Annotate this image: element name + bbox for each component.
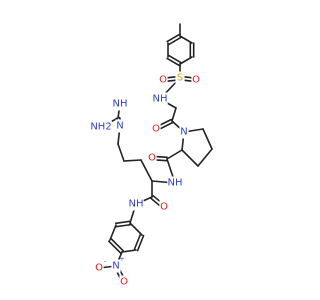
double-bond-35-b <box>115 223 132 228</box>
formal-charge: - <box>104 257 107 265</box>
atom-o6: O <box>94 261 104 275</box>
atom-label: O <box>159 75 167 86</box>
atom-label-background <box>128 197 144 211</box>
double-bond-39-b <box>133 233 142 251</box>
atom-label-background <box>152 92 168 106</box>
atom-label-background <box>179 125 189 139</box>
atom-label: NH <box>168 178 183 189</box>
atom-label-background <box>175 71 185 85</box>
atom-label-background <box>167 176 183 190</box>
single-bond-1 <box>179 35 193 44</box>
single-bond-18 <box>181 149 199 167</box>
atom-s1: S <box>175 71 185 85</box>
single-bond-38 <box>121 249 137 253</box>
atom-label-background <box>90 120 112 134</box>
atom-label-background <box>112 97 128 111</box>
atom-label: NH <box>113 99 128 110</box>
double-bond-37-a <box>107 240 122 255</box>
formal-charge: + <box>119 255 124 263</box>
atom-label: NH2 <box>90 122 111 133</box>
atom-n4: N <box>115 119 125 133</box>
atom-label: N <box>112 261 119 272</box>
atom-o2: O <box>191 73 201 87</box>
atom-label: N <box>116 121 123 132</box>
double-bond-35-a <box>114 220 131 225</box>
atom-n2: N <box>179 125 189 139</box>
double-bond-37-b <box>110 237 125 252</box>
double-bond-39-a <box>136 234 145 252</box>
atom-o7: O <box>119 275 129 289</box>
atom-o1: O <box>158 73 168 87</box>
atom-o5: O <box>159 200 169 214</box>
single-bond-17 <box>197 148 213 167</box>
single-bond-26 <box>117 143 125 162</box>
single-bond-20 <box>166 149 183 160</box>
double-bond-6-b <box>166 33 180 43</box>
atom-label: S <box>177 73 183 84</box>
single-bond-24 <box>140 159 153 182</box>
atom-label: N <box>180 127 187 138</box>
atom-label-background <box>159 200 169 214</box>
atom-label-background <box>151 122 161 136</box>
atom-label-background <box>115 119 125 133</box>
atom-label-background <box>111 259 121 273</box>
double-bond-4-b <box>166 57 180 67</box>
single-bond-36 <box>109 224 117 241</box>
atom-label-background <box>147 151 157 165</box>
atom-label: O <box>160 202 168 213</box>
atom-label: O <box>148 153 156 164</box>
atom-label-background <box>158 73 168 87</box>
double-bond-6-a <box>168 36 182 46</box>
atom-label-background <box>191 73 201 87</box>
double-bond-4-a <box>168 54 182 64</box>
atom-label: O <box>120 277 128 288</box>
atom-label-background <box>119 275 129 289</box>
atom-label: NH <box>153 94 168 105</box>
atom-label: O <box>152 124 160 135</box>
single-bond-40 <box>129 222 143 236</box>
atom-o4: O <box>147 151 157 165</box>
single-bond-3 <box>179 56 193 65</box>
atom-label: O <box>192 75 200 86</box>
atom-label: O <box>95 263 103 274</box>
atom-o3: O <box>151 122 161 136</box>
single-bond-25 <box>123 159 142 162</box>
atom-n3: NH <box>167 176 183 190</box>
atom-n6: NH <box>112 97 128 111</box>
atom-n8: N <box>111 259 121 273</box>
single-bond-16 <box>202 128 213 150</box>
atom-label-background <box>94 261 104 275</box>
atom-n5: NH2 <box>90 120 112 134</box>
atom-n1: NH <box>152 92 168 106</box>
atom-n7: NH <box>128 197 144 211</box>
single-bond-12 <box>171 107 177 122</box>
atom-label: NH <box>129 199 144 210</box>
